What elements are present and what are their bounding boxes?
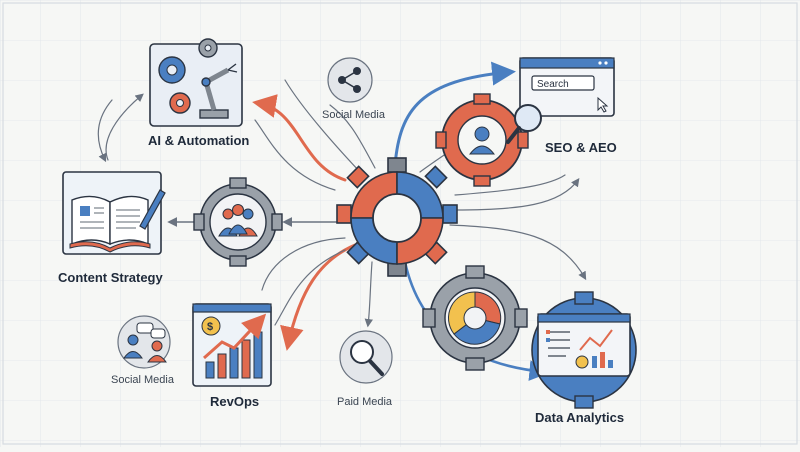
arrow-to-data [449,224,587,281]
paid-media-label: Paid Media [337,396,393,408]
bar-chart-icon [205,331,263,379]
team-gear-icon [193,177,283,267]
revops-node: $ [192,303,272,387]
data-analytics-label: Data Analytics [535,410,625,425]
share-icon [327,57,373,103]
svg-text:$: $ [207,321,213,333]
ai-automation-node [149,38,243,127]
connector-arrows [97,61,587,381]
social-media-top-label: Social Media [322,109,385,121]
paid-media-icon [339,330,393,384]
arrow-thin-ai [254,119,336,191]
trend-arrow [203,313,267,360]
robot-arm-icon [199,63,238,119]
arrow-thin-top-1 [284,79,361,173]
data-analytics-node [531,291,637,409]
arrow-ai-content-down [97,99,113,163]
pen-icon [139,189,166,230]
gear-icon [158,56,186,84]
arrow-thin-revops-2 [261,237,346,291]
revops-label: RevOps [210,394,260,409]
gear-icon [169,92,191,114]
social-media-bottom-label: Social Media [111,374,174,386]
arrow-to-seo [393,61,516,167]
arrow-thin-top-2 [329,104,376,169]
book-icon [69,195,151,253]
content-strategy-label: Content Strategy [58,270,163,285]
arrow-thin-revops [274,249,346,326]
search-field [531,75,595,91]
dashboard-monitor [537,313,631,377]
people-icon [218,204,258,237]
seo-aeo-label: SEO & AEO [545,140,617,155]
red-gear-icon [435,93,529,187]
magnifier-icon [506,104,542,144]
arrow-to-ai [252,94,347,182]
search-placeholder: Search [537,79,569,90]
gear-icon [198,38,218,58]
seo-aeo-node: Search [435,57,615,187]
chat-people-icon [117,315,171,369]
analytics-gear-icon [422,265,528,371]
arrow-to-paid [364,261,373,328]
content-strategy-node [62,171,166,255]
cursor-icon [597,96,609,113]
frame-border [2,2,798,445]
dollar-icon: $ [201,316,221,336]
arrow-thin-right [454,174,566,196]
arrow-ai-content-up [105,93,144,161]
arrow-to-right-1 [454,178,580,211]
central-gear [336,157,458,277]
ai-automation-label: AI & Automation [148,133,250,148]
browser-window: Search [519,57,615,117]
